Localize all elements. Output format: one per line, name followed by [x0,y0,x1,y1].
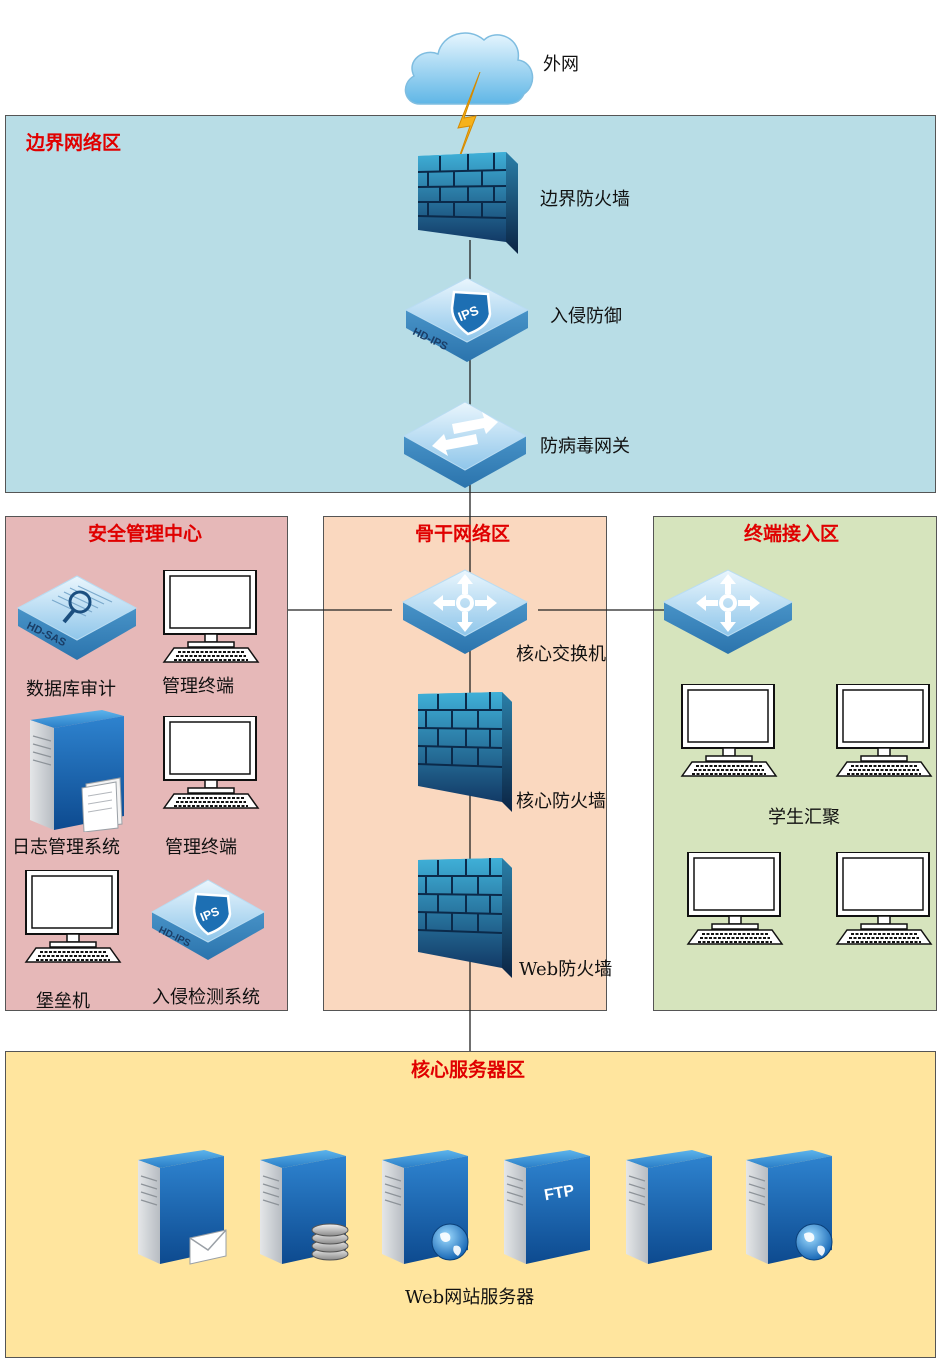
student-pc-3-icon [682,852,788,946]
management-terminal-1-icon [158,570,264,664]
security-zone-title: 安全管理中心 [88,523,203,545]
management-terminal-2-label: 管理终端 [165,837,237,858]
bastion-host-label: 堡垒机 [36,991,90,1012]
management-terminal-1-label: 管理终端 [162,676,234,697]
core-firewall-icon [418,690,514,814]
cloud-icon [398,20,538,112]
bastion-host-icon [20,870,126,964]
core-firewall-label: 核心防火墙 [516,791,606,812]
intrusion-detection-icon: IPS HD-IPS [148,872,268,968]
student-pc-1-icon [676,684,782,778]
mail-server-icon [134,1146,230,1266]
antivirus-gateway-label: 防病毒网关 [540,436,630,457]
web-server-2-icon [742,1146,838,1266]
app-server-icon [622,1146,718,1266]
ids-badge-text: IPS [198,904,221,924]
border-firewall-icon [418,150,520,256]
student-pc-4-icon [831,852,937,946]
ftp-badge-text: FTP [543,1182,576,1204]
ips-label: 入侵防御 [550,306,622,327]
server-zone-title: 核心服务器区 [411,1059,526,1081]
web-servers-label: Web网站服务器 [405,1287,535,1308]
border-firewall-label: 边界防火墙 [540,189,630,210]
core-switch-label: 核心交换机 [516,644,606,665]
web-server-1-icon [378,1146,474,1266]
database-audit-label: 数据库审计 [26,679,116,700]
ftp-server-icon: FTP [500,1146,596,1266]
web-firewall-label: Web防火墙 [519,959,613,980]
management-terminal-2-icon [158,716,264,810]
web-firewall-icon [418,856,514,980]
ips-badge-text: IPS [456,302,481,324]
log-system-server-icon [24,706,134,832]
lightning-bolt-icon [450,72,494,172]
access-zone-title: 终端接入区 [744,523,840,545]
core-switch-icon [399,560,531,660]
antivirus-gateway-icon [400,392,530,492]
access-switch-icon [660,560,796,660]
ips-device-icon: IPS HD-IPS [402,270,532,370]
database-server-icon [256,1146,352,1266]
external-network-label: 外网 [543,54,579,75]
student-aggregation-label: 学生汇聚 [768,807,840,828]
backbone-zone-title: 骨干网络区 [415,523,511,545]
student-pc-2-icon [831,684,937,778]
border-zone-title: 边界网络区 [26,132,122,154]
intrusion-detection-label: 入侵检测系统 [152,987,260,1008]
database-audit-icon: HD-SAS [14,566,140,666]
log-system-label: 日志管理系统 [12,837,120,858]
